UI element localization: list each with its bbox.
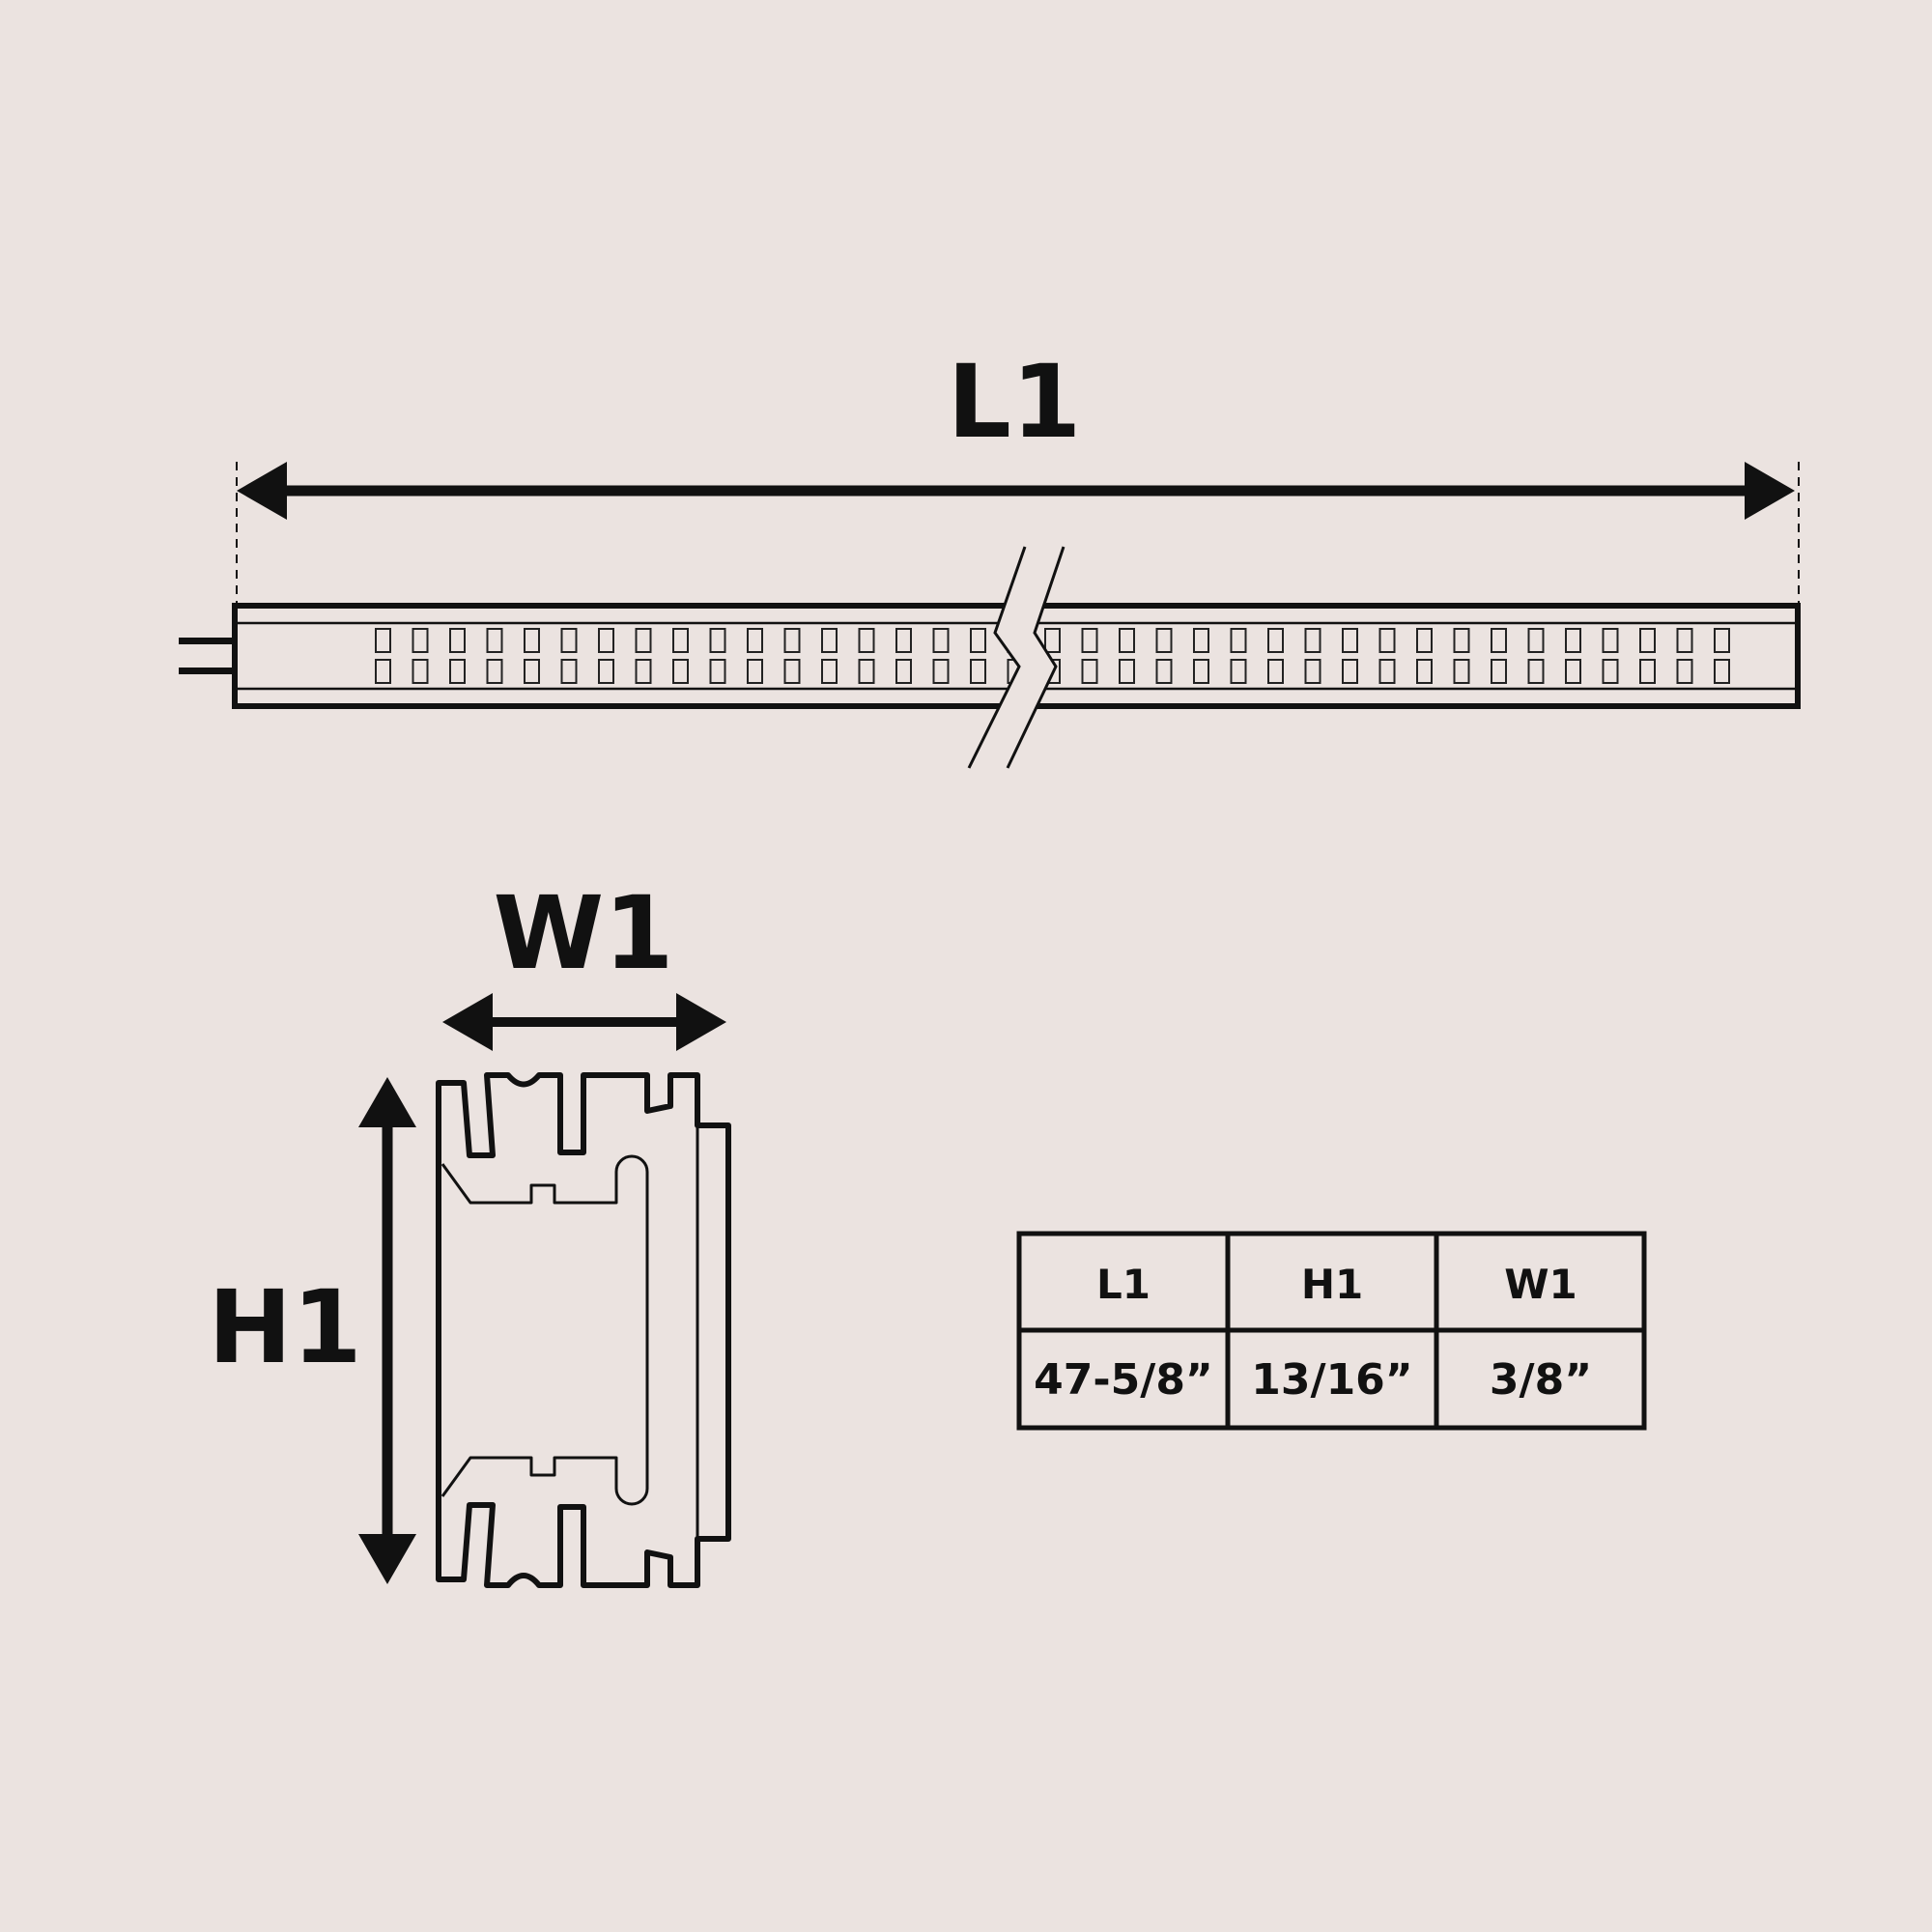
led-chip: [1193, 628, 1209, 653]
led-chip: [1378, 628, 1396, 653]
led-chip: [449, 659, 466, 684]
led-chip: [524, 659, 540, 684]
led-chip: [1602, 659, 1619, 684]
led-chip: [1155, 628, 1173, 653]
led-chip: [747, 659, 763, 684]
led-chip: [598, 628, 614, 653]
led-chip: [895, 628, 912, 653]
led-chip: [932, 659, 950, 684]
led-chip: [932, 628, 950, 653]
led-chip: [1714, 659, 1730, 684]
width-label: W1: [493, 874, 673, 992]
led-chip: [1491, 628, 1507, 653]
led-chip: [1416, 659, 1433, 684]
led-chip: [747, 628, 763, 653]
led-chip: [1119, 628, 1135, 653]
led-chip: [1044, 628, 1061, 653]
led-chip: [560, 659, 578, 684]
led-chip: [635, 659, 652, 684]
led-chip: [560, 628, 578, 653]
led-chip: [821, 628, 838, 653]
led-chip: [1565, 628, 1581, 653]
led-chip: [486, 628, 503, 653]
table-header-w1: W1: [1504, 1261, 1577, 1308]
led-chip: [412, 659, 429, 684]
led-chip: [1230, 628, 1247, 653]
led-chip: [672, 628, 689, 653]
led-chip: [970, 628, 986, 653]
led-chip: [1527, 628, 1545, 653]
led-chip: [1119, 659, 1135, 684]
led-chip: [1676, 628, 1693, 653]
led-chip: [858, 628, 875, 653]
led-chip: [1453, 659, 1470, 684]
led-chip: [486, 659, 503, 684]
led-chip: [1230, 659, 1247, 684]
led-chip: [1416, 628, 1433, 653]
table-header-h1: H1: [1301, 1261, 1363, 1308]
led-chip: [598, 659, 614, 684]
table-value-h1: 13/16”: [1251, 1355, 1412, 1405]
led-chip: [672, 659, 689, 684]
led-chip: [1676, 659, 1693, 684]
led-chip: [1081, 659, 1098, 684]
led-chip: [1342, 628, 1358, 653]
led-chip: [449, 628, 466, 653]
led-chip: [1193, 659, 1209, 684]
length-label: L1: [948, 343, 1082, 461]
height-label: H1: [208, 1268, 361, 1386]
led-chip: [375, 659, 391, 684]
led-chip: [783, 628, 801, 653]
length-arrow: [237, 462, 1795, 520]
led-chip: [1453, 628, 1470, 653]
led-chip: [1639, 659, 1656, 684]
led-chip: [1081, 628, 1098, 653]
led-chip: [895, 659, 912, 684]
table-value-w1: 3/8”: [1490, 1355, 1592, 1405]
led-chip: [1378, 659, 1396, 684]
led-chip: [375, 628, 391, 653]
led-chip: [1602, 628, 1619, 653]
connector-wires: [179, 638, 235, 674]
led-chip: [783, 659, 801, 684]
led-chip: [709, 628, 726, 653]
led-chip: [412, 628, 429, 653]
led-chip: [1342, 659, 1358, 684]
led-chip-grid: [375, 628, 1730, 684]
width-arrow: [442, 993, 726, 1051]
led-chip: [1565, 659, 1581, 684]
table-header-l1: L1: [1096, 1261, 1151, 1308]
led-chip: [1267, 628, 1284, 653]
height-arrow: [358, 1077, 416, 1584]
led-chip: [1155, 659, 1173, 684]
led-chip: [524, 628, 540, 653]
led-chip: [1304, 659, 1321, 684]
led-chip: [1491, 659, 1507, 684]
cross-section-view: W1 H1: [208, 874, 731, 1588]
break-symbol: [967, 546, 1065, 769]
led-chip: [1639, 628, 1656, 653]
led-chip: [821, 659, 838, 684]
led-chip: [1304, 628, 1321, 653]
led-chip: [1527, 659, 1545, 684]
led-chip: [858, 659, 875, 684]
dimension-table: L1 H1 W1 47-5/8” 13/16” 3/8”: [1016, 1231, 1647, 1431]
channel-profile: [436, 1072, 731, 1588]
led-chip: [970, 659, 986, 684]
length-view: L1: [179, 343, 1801, 769]
led-chip: [709, 659, 726, 684]
led-chip: [1714, 628, 1730, 653]
led-chip: [635, 628, 652, 653]
table-value-l1: 47-5/8”: [1034, 1355, 1213, 1405]
led-chip: [1267, 659, 1284, 684]
